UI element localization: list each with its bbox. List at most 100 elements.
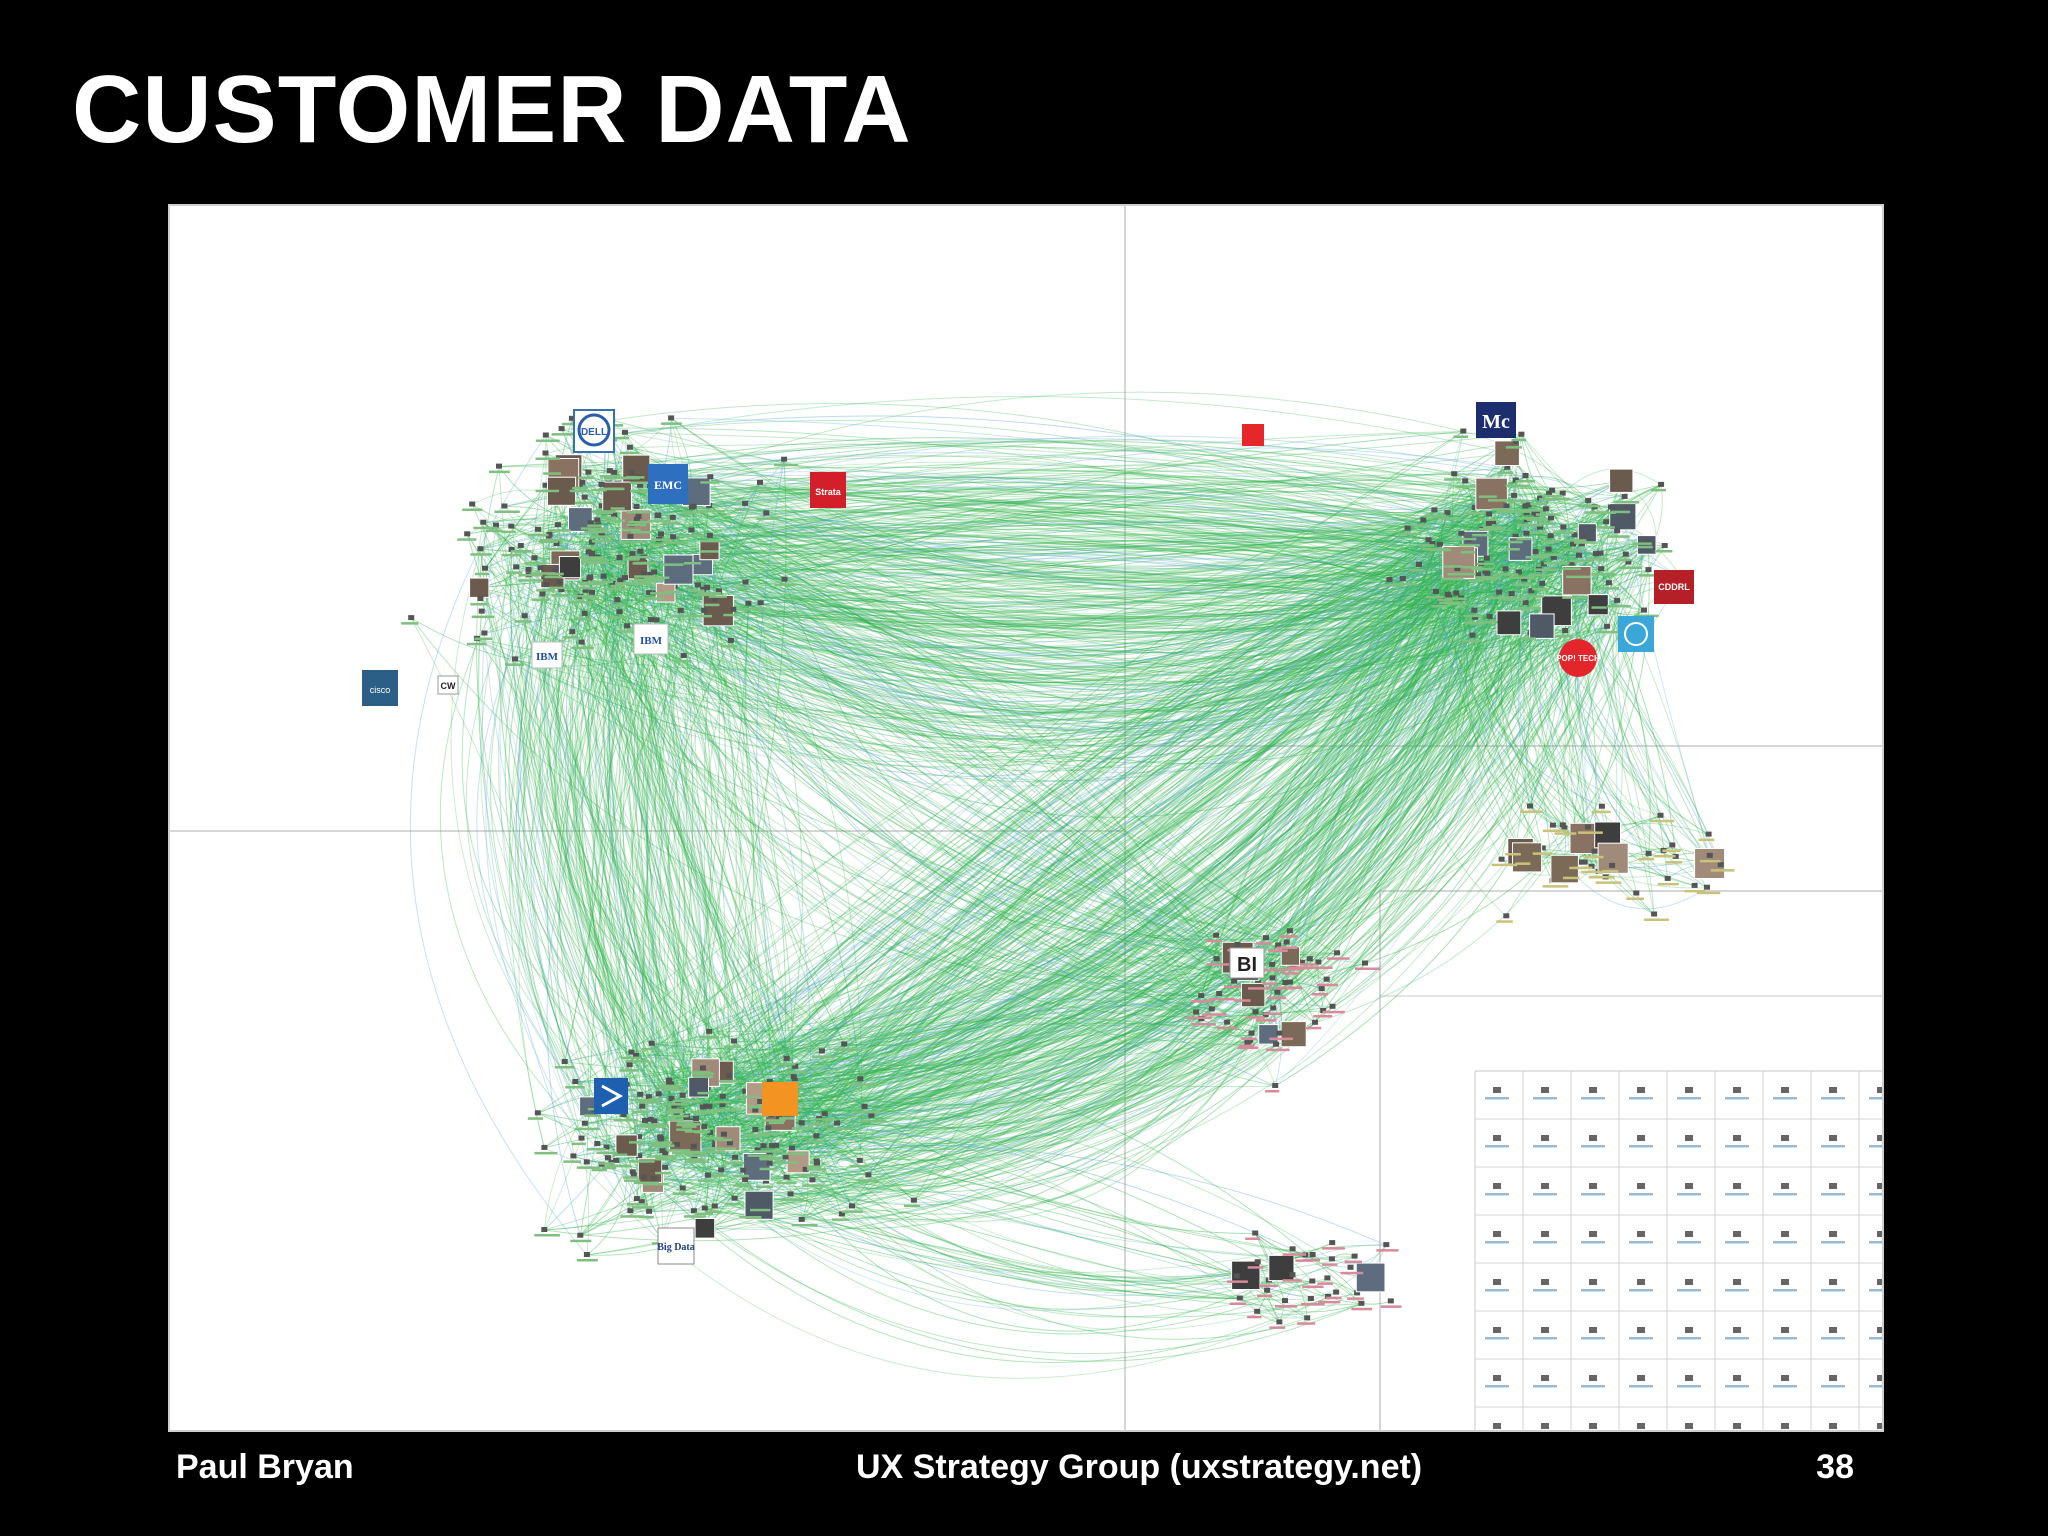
graph-edge xyxy=(578,592,716,1147)
graph-node-label-mark xyxy=(518,579,543,582)
graph-node-label-mark xyxy=(733,1174,749,1178)
graph-edge xyxy=(703,998,1197,1072)
graph-edge xyxy=(480,548,1250,1042)
graph-node xyxy=(1645,850,1652,856)
graph-edge xyxy=(541,594,716,1144)
graph-node-label-mark xyxy=(602,587,629,591)
graph-node-label-mark xyxy=(1347,1297,1364,1300)
graph-node-label-mark xyxy=(1444,478,1461,481)
graph-edge xyxy=(639,477,1295,1035)
graph-edge xyxy=(702,543,1476,1108)
graph-node-label-mark xyxy=(1413,524,1428,527)
graph-node xyxy=(542,432,549,438)
graph-node xyxy=(647,1116,654,1122)
graph-node xyxy=(633,504,640,509)
graph-edge xyxy=(757,632,1531,1151)
graph-edge xyxy=(579,485,1490,684)
graph-edge xyxy=(668,1011,1256,1161)
graph-edge xyxy=(660,534,1252,1035)
graph-edge xyxy=(584,459,785,615)
graph-edge xyxy=(1612,600,1673,846)
graph-node-label-mark xyxy=(471,615,495,619)
graph-node-label-mark xyxy=(1476,562,1495,566)
graph-edge xyxy=(703,583,1543,747)
graph-edge xyxy=(868,533,1462,1176)
graph-node xyxy=(1312,1019,1318,1025)
graph-node-label-mark xyxy=(708,595,727,598)
graph-edge xyxy=(698,1017,1277,1088)
graph-node-label-mark xyxy=(619,1069,639,1072)
graph-node xyxy=(1717,862,1724,868)
graph-node xyxy=(517,543,524,548)
isolated-node-label-mark xyxy=(1485,1193,1509,1196)
isolated-node-label-mark xyxy=(1725,1289,1749,1292)
graph-node xyxy=(1282,1298,1288,1304)
graph-node xyxy=(719,1093,726,1099)
graph-edge xyxy=(591,556,1273,979)
graph-node-label-mark xyxy=(570,600,594,604)
graph-edge xyxy=(610,505,1526,555)
graph-node-label-mark xyxy=(1262,982,1278,985)
graph-edge xyxy=(769,935,1217,1165)
graph-node xyxy=(1198,993,1205,999)
graph-edge xyxy=(569,566,646,1138)
graph-node xyxy=(1399,576,1406,581)
graph-edge xyxy=(504,506,1437,687)
graph-node xyxy=(512,656,518,662)
graph-edge xyxy=(548,554,1627,724)
graph-edge xyxy=(721,593,1513,1171)
graph-node-label-mark xyxy=(779,1117,795,1120)
graph-node-label-mark xyxy=(1511,438,1527,442)
graph-node-label-mark xyxy=(1409,568,1424,572)
footer-author: Paul Bryan xyxy=(176,1448,354,1486)
graph-edge xyxy=(797,527,1541,1163)
graph-edge xyxy=(1453,473,1589,517)
network-graph-image: DELL EMC Strata IBM IBM xyxy=(168,204,1884,1432)
graph-node xyxy=(1503,913,1510,919)
isolated-node xyxy=(1781,1327,1789,1333)
graph-node-label-mark xyxy=(673,660,692,663)
graph-edge xyxy=(801,1122,1306,1256)
graph-edge xyxy=(769,532,1588,1154)
graph-edge xyxy=(1200,513,1448,997)
graph-edge xyxy=(619,576,785,613)
graph-edge xyxy=(603,576,1404,693)
graph-node xyxy=(707,474,714,480)
graph-edge xyxy=(664,537,1643,1169)
isolated-node-label-mark xyxy=(1533,1193,1557,1196)
graph-edge xyxy=(629,513,1448,1069)
graph-edge xyxy=(591,592,1267,941)
isolated-node-label-mark xyxy=(1821,1385,1845,1388)
graph-edge xyxy=(587,552,693,1122)
graph-edge xyxy=(637,467,1508,570)
graph-edge xyxy=(596,520,672,1085)
graph-node xyxy=(1254,1259,1261,1265)
graph-node xyxy=(679,1092,686,1098)
graph-edge xyxy=(787,544,1648,1105)
graph-edge xyxy=(575,598,1462,1087)
graph-node-label-mark xyxy=(569,489,588,493)
graph-node-label-mark xyxy=(685,1100,702,1103)
graph-edge xyxy=(588,551,1512,618)
graph-edge xyxy=(1252,598,1468,996)
isolated-node xyxy=(1589,1327,1597,1333)
graph-edge xyxy=(749,958,1218,1213)
graph-edge xyxy=(581,642,1235,991)
graph-node-label-mark xyxy=(1521,595,1544,598)
graph-node-label-mark xyxy=(1504,499,1530,503)
graph-edge xyxy=(748,507,1475,637)
graph-edge xyxy=(514,553,593,660)
graph-node xyxy=(636,1153,642,1159)
isolated-node xyxy=(1781,1423,1789,1429)
graph-edge xyxy=(604,507,655,1179)
graph-node xyxy=(699,1065,706,1071)
graph-node xyxy=(1404,525,1411,531)
graph-edge xyxy=(770,1114,1312,1331)
graph-edge xyxy=(580,519,1580,652)
graph-edge xyxy=(633,480,1516,1176)
graph-edge xyxy=(548,540,1433,647)
graph-edge xyxy=(619,611,1238,959)
graph-node-label-mark xyxy=(629,481,650,484)
graph-edge xyxy=(648,592,764,1151)
graph-node-label-mark xyxy=(672,1099,693,1103)
